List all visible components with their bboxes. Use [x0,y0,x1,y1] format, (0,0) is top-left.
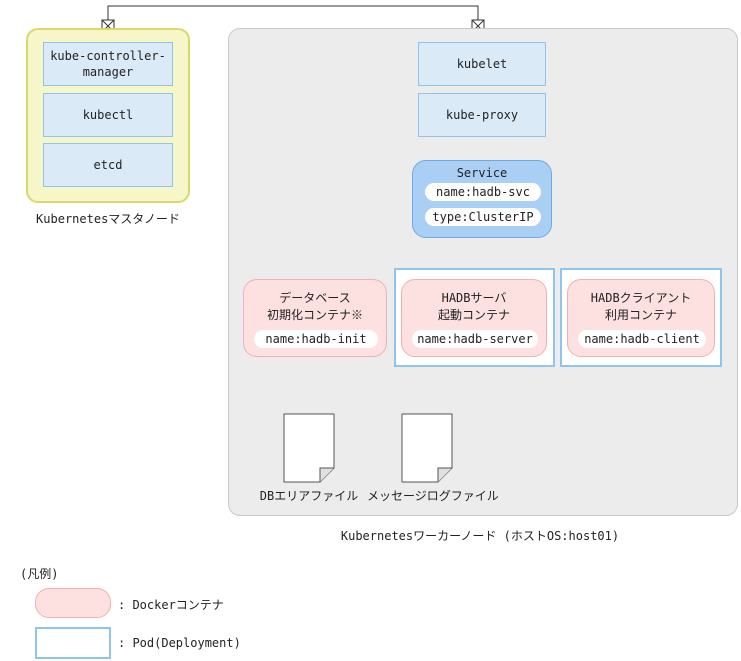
legend-title: (凡例) [20,567,59,581]
message-log-file-icon [401,413,453,483]
db-area-file-icon [283,413,335,483]
db-area-file-label: DBエリアファイル [259,489,359,503]
legend-docker-label: : Dockerコンテナ [118,598,224,612]
container-hadb-client: HADBクライアント 利用コンテナ name:hadb-client [567,279,715,357]
container-hadb-init: データベース 初期化コンテナ※ name:hadb-init [243,279,387,357]
master-node-label: Kubernetesマスタノード [36,212,180,226]
service-box: Service name:hadb-svc type:ClusterIP [412,160,552,238]
service-type: type:ClusterIP [425,208,541,226]
container-hadb-server: HADBサーバ 起動コンテナ name:hadb-server [401,279,547,357]
legend-pod-swatch [35,627,111,659]
kubelet-box: kubelet [418,42,546,86]
message-log-file-label: メッセージログファイル [367,489,499,503]
container-title: HADBクライアント 利用コンテナ [590,291,692,322]
container-title: HADBサーバ 起動コンテナ [437,291,510,322]
legend-pod-label: : Pod(Deployment) [118,636,241,650]
etcd-box: etcd [43,143,173,187]
container-name: name:hadb-server [412,330,538,348]
kube-controller-manager-box: kube-controller- manager [43,42,173,86]
service-title: Service [456,166,508,180]
worker-node-label: Kubernetesワーカーノード (ホストOS:host01) [340,529,620,543]
legend-docker-swatch [35,588,111,618]
container-title: データベース 初期化コンテナ※ [266,291,363,322]
kube-proxy-box: kube-proxy [418,93,546,137]
service-name: name:hadb-svc [425,183,541,201]
container-name: name:hadb-client [578,330,706,348]
kubectl-box: kubectl [43,93,173,137]
container-name: name:hadb-init [254,330,378,348]
